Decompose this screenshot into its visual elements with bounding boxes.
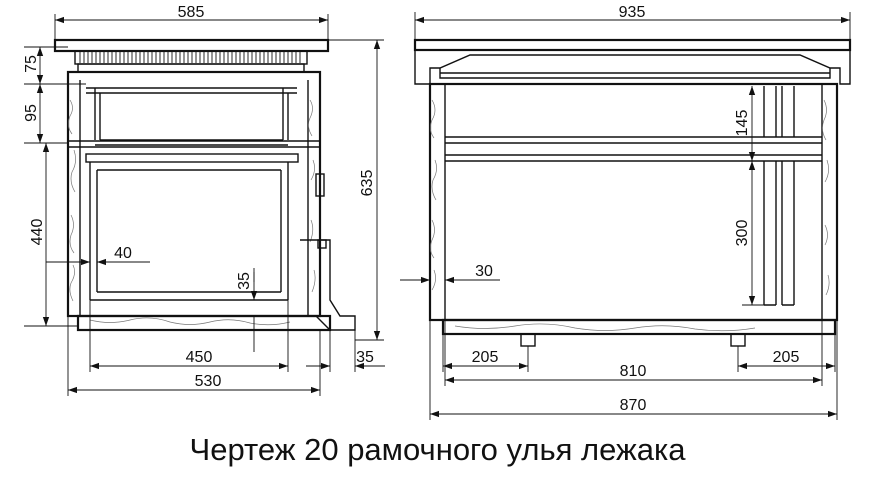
- dim-side-bottom-gap: 35: [236, 272, 253, 290]
- dim-side-upper-frame: 95: [23, 104, 40, 122]
- dim-front-top-width: 935: [619, 4, 646, 21]
- dim-side-top-width: 585: [178, 4, 205, 21]
- side-lower-frame: [89, 162, 289, 301]
- side-frame-lug: [85, 153, 299, 163]
- front-roof: [413, 38, 852, 52]
- side-inner-walls: [79, 80, 309, 316]
- front-view: 935 145 300 30 205 205 810 870: [400, 4, 852, 420]
- front-leg-right: [730, 333, 746, 347]
- dim-side-roof-height: 75: [23, 55, 40, 73]
- side-view: 585 75 95 440 40 35 635 450 530: [23, 4, 385, 396]
- dim-front-upper-frame: 145: [734, 110, 751, 137]
- side-body: [66, 70, 322, 318]
- side-latch: [317, 239, 327, 249]
- dim-side-gap: 40: [114, 245, 132, 262]
- side-divider: [68, 140, 320, 148]
- front-base: [441, 318, 837, 336]
- side-roof-slats: [79, 51, 301, 63]
- front-inner-walls: [444, 84, 823, 320]
- side-base-grain: [89, 317, 291, 326]
- side-upper-frame: [86, 87, 297, 146]
- dim-front-inner-length: 810: [620, 363, 647, 380]
- side-handle: [315, 173, 325, 197]
- front-lower-frame-bars: [763, 161, 795, 306]
- front-leg-left: [520, 333, 536, 347]
- dim-front-wall: 30: [475, 263, 493, 280]
- dim-side-ledge: 35: [356, 349, 374, 366]
- front-upper-frame-bars: [763, 86, 795, 137]
- front-roof-ceiling: [439, 68, 831, 79]
- side-base: [76, 314, 332, 332]
- front-dividers: [445, 136, 822, 162]
- dim-side-body-width: 530: [195, 373, 222, 390]
- drawing-caption: Чертеж 20 рамочного улья лежака: [189, 432, 686, 467]
- dim-side-lower-frame: 440: [29, 219, 46, 246]
- front-roof-profile: [414, 50, 851, 85]
- dim-front-lower-frame: 300: [734, 220, 751, 247]
- side-roof: [53, 38, 330, 53]
- side-ceiling-board: [77, 63, 305, 73]
- front-base-grain: [454, 323, 756, 332]
- side-landing-board: [300, 239, 356, 331]
- dim-side-frame-width: 450: [186, 349, 213, 366]
- dim-front-body-length: 870: [620, 397, 647, 414]
- front-wall-grain: [430, 99, 830, 296]
- dim-front-left-offset: 205: [472, 349, 499, 366]
- side-wall-grain: [68, 99, 316, 302]
- dim-front-right-offset: 205: [773, 349, 800, 366]
- dim-side-total-height: 635: [359, 170, 376, 197]
